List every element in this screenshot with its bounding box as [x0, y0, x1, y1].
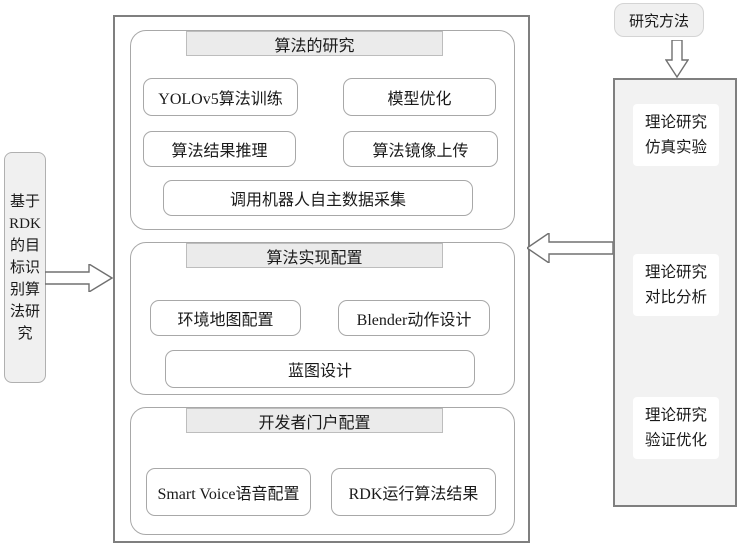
flow-arrow-left-icon [527, 233, 613, 263]
node-smart-voice-config: Smart Voice语音配置 [146, 468, 311, 516]
stage-theory-validation: 理论研究 验证优化 [633, 397, 719, 459]
node-environment-map-config: 环境地图配置 [150, 300, 301, 336]
node-rdk-run-result: RDK运行算法结果 [331, 468, 496, 516]
research-stages-panel: 理论研究 仿真实验 理论研究 对比分析 理论研究 验证优化 [613, 78, 737, 507]
stage-theory-comparison: 理论研究 对比分析 [633, 254, 719, 316]
section-implementation-config: 算法实现配置 环境地图配置 Blender动作设计 蓝图设计 [130, 242, 515, 395]
left-topic-box: 基于 RDK 的目 标识 别算 法研 究 [4, 152, 46, 383]
node-image-upload: 算法镜像上传 [343, 131, 498, 167]
section-title: 算法实现配置 [186, 243, 443, 268]
section-algorithm-research: 算法的研究 YOLOv5算法训练 模型优化 算法结果推理 算法镜像上传 调用机器… [130, 30, 515, 230]
research-method-box: 研究方法 [614, 3, 704, 37]
node-yolov5-training: YOLOv5算法训练 [143, 78, 298, 116]
node-robot-data-collection: 调用机器人自主数据采集 [163, 180, 473, 216]
center-main-box: 算法的研究 YOLOv5算法训练 模型优化 算法结果推理 算法镜像上传 调用机器… [113, 15, 530, 543]
node-blueprint-design: 蓝图设计 [165, 350, 475, 388]
stage-theory-simulation: 理论研究 仿真实验 [633, 104, 719, 166]
node-blender-action-design: Blender动作设计 [338, 300, 490, 336]
section-title: 算法的研究 [186, 31, 443, 56]
flow-arrow-down-icon [665, 40, 689, 78]
section-developer-portal-config: 开发者门户配置 Smart Voice语音配置 RDK运行算法结果 [130, 407, 515, 535]
flow-arrow-right-icon [45, 264, 113, 292]
section-title: 开发者门户配置 [186, 408, 443, 433]
node-model-optimization: 模型优化 [343, 78, 496, 116]
node-result-inference: 算法结果推理 [143, 131, 296, 167]
